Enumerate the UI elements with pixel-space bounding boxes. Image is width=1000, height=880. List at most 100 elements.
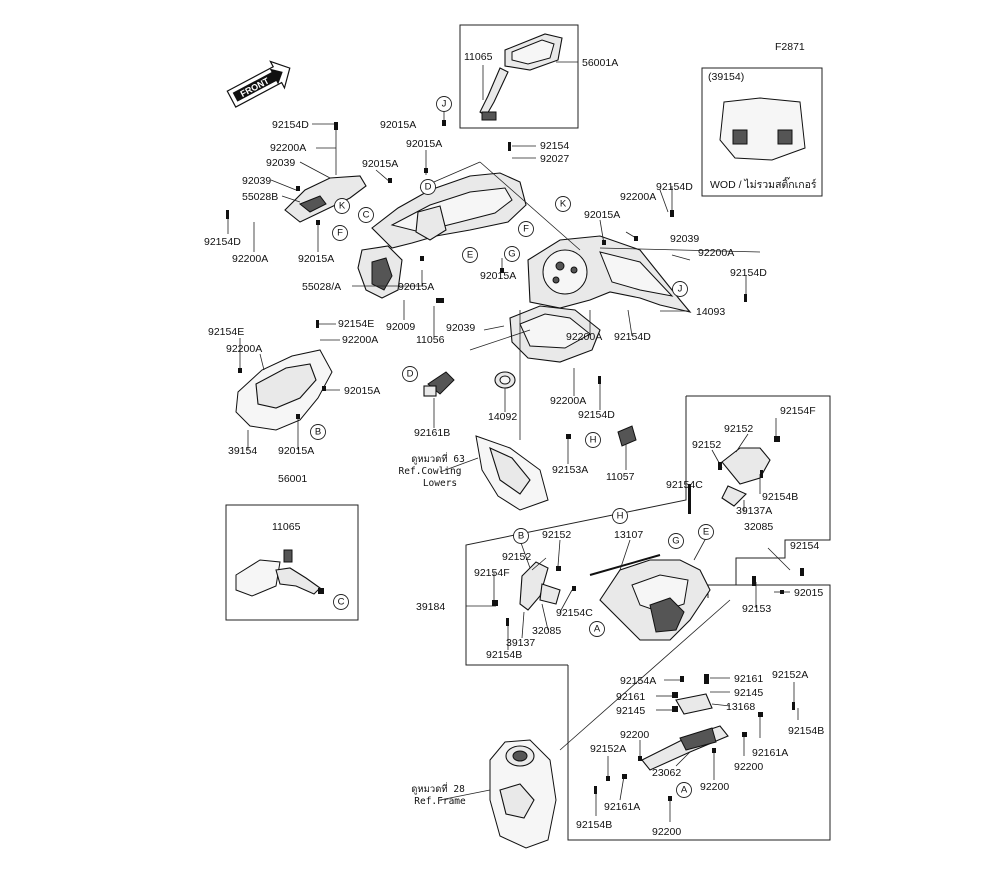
callout: 92154D — [578, 409, 615, 421]
cowling-lower-part — [475, 435, 549, 511]
frame-head-part — [489, 739, 557, 849]
circle-tag: D — [425, 182, 432, 193]
mirror-56001a-box — [459, 24, 579, 129]
callout: 92015A — [278, 445, 314, 457]
stay-32085-right-part — [721, 447, 771, 507]
callout: 92154D — [730, 267, 767, 279]
ref-cowling-line2: Ref.Cowling — [399, 466, 462, 477]
circle-tag: G — [508, 249, 515, 260]
circle-tag: E — [703, 527, 709, 538]
callout: 92154F — [780, 405, 816, 417]
callout: 92200A — [698, 247, 734, 259]
front-arrow-icon: FRONT — [226, 60, 291, 108]
callout: 11056 — [416, 334, 445, 346]
callout: 92152 — [724, 423, 753, 435]
circle-tag: K — [560, 199, 567, 210]
ref-cowling-line1: ดูหมวดที่ 63 — [411, 452, 465, 465]
callout: 92153A — [552, 464, 588, 476]
ref-cowling-note: ดูหมวดที่ 63 Ref.Cowling Lowers — [399, 452, 465, 489]
circle-tag: H — [617, 511, 624, 522]
circle-tag: C — [338, 597, 345, 608]
callout: 92154D — [204, 236, 241, 248]
callout: 92154D — [656, 181, 693, 193]
callout: 92200A — [566, 331, 602, 343]
callout: 92152 — [692, 439, 721, 451]
callout: 55028B — [242, 191, 278, 203]
inset-note: WOD / ไม่รวมสติ๊กเกอร์ — [710, 176, 817, 191]
callout: 39137A — [736, 505, 772, 517]
callout: 92154D — [614, 331, 651, 343]
rubber-92161b-part — [423, 371, 455, 397]
mirror-56001a-part — [479, 33, 563, 121]
circle-tag: H — [590, 435, 597, 446]
circle-tag: D — [407, 369, 414, 380]
callout: 92145 — [734, 687, 763, 699]
circle-tag: C — [363, 210, 370, 221]
callout: 92015A — [362, 158, 398, 170]
callout: 92200A — [620, 191, 656, 203]
ref-frame-line2: Ref.Frame — [414, 796, 466, 807]
callout: 92161 — [734, 673, 763, 685]
callout: 39137 — [506, 637, 535, 649]
callout: 39154 — [228, 445, 257, 457]
circle-tags: J D K F C E G K F J D B H H E B G A C A — [310, 96, 714, 798]
callout: 14092 — [488, 411, 517, 423]
center-cover-part — [509, 305, 601, 363]
windscreen-inset-part — [719, 97, 806, 161]
ref-cowling-line3: Lowers — [423, 478, 457, 489]
callout: 13168 — [726, 701, 755, 713]
callout: 92200A — [226, 343, 262, 355]
callout: 92015A — [398, 281, 434, 293]
circle-tag: F — [523, 224, 529, 235]
callout: 14093 — [696, 306, 725, 318]
callout: 39184 — [416, 601, 445, 613]
bracket-left-box — [465, 396, 687, 666]
stay-box — [567, 584, 831, 841]
callout: 92015A — [344, 385, 380, 397]
callout: 92200 — [652, 826, 681, 838]
circle-tag: E — [467, 250, 473, 261]
circle-tag: J — [442, 99, 447, 110]
bracket-right-box — [686, 395, 831, 598]
callout: 56001 — [278, 473, 307, 485]
callout: 32085 — [532, 625, 561, 637]
callout: 92152 — [502, 551, 531, 563]
circle-tag: A — [594, 624, 601, 635]
callout: 92154A — [620, 675, 656, 687]
callout: 92154E — [208, 326, 244, 338]
callout: 92039 — [242, 175, 271, 187]
inset-code: (39154) — [708, 71, 744, 83]
callout: 92152A — [590, 743, 626, 755]
callout: 92200 — [620, 729, 649, 741]
callout: 92161A — [604, 801, 640, 813]
callout: 92200A — [342, 334, 378, 346]
callout: 23062 — [652, 767, 681, 779]
circle-tag: A — [681, 785, 688, 796]
callout: 92154 — [790, 540, 819, 552]
callout: 11065 — [464, 51, 493, 63]
callout: 92145 — [616, 705, 645, 717]
callout: 92154B — [762, 491, 798, 503]
callout: 92039 — [266, 157, 295, 169]
circle-tag: G — [672, 536, 679, 547]
leader-lines — [227, 61, 799, 822]
circle-tag: J — [678, 284, 683, 295]
callout: 92015A — [380, 119, 416, 131]
callout: 92009 — [386, 321, 415, 333]
callout: 92154 — [540, 140, 569, 152]
inner-fairing-part — [527, 235, 692, 313]
callout: 92154C — [666, 479, 703, 491]
mirror-56001-part — [235, 549, 321, 597]
mirror-56001-box — [225, 504, 359, 621]
bracket-13168-part — [675, 693, 713, 715]
figure-code: F2871 — [775, 41, 805, 53]
circle-tag: B — [518, 531, 524, 542]
callout: 92154B — [788, 725, 824, 737]
callout: 92015A — [584, 209, 620, 221]
callout: 32085 — [744, 521, 773, 533]
callout: 92153 — [742, 603, 771, 615]
callout: 92200 — [700, 781, 729, 793]
side-cover-55028b-part — [284, 175, 367, 223]
ref-frame-line1: ดูหมวดที่ 28 — [411, 782, 465, 795]
